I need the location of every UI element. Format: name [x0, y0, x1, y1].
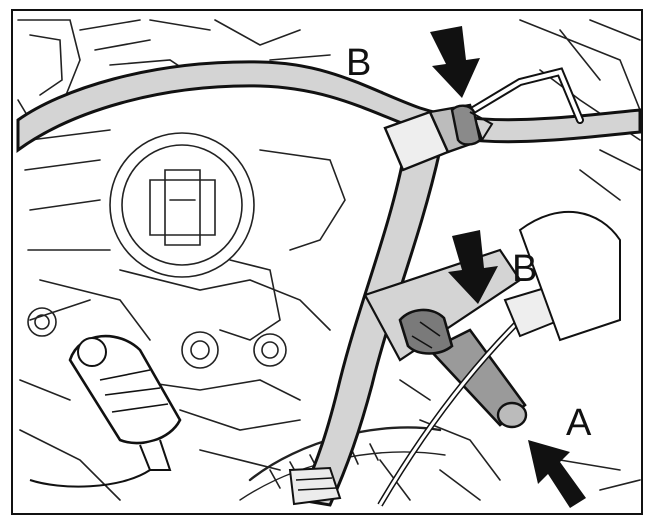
- diagonal-arrow-icon: [528, 440, 586, 508]
- down-arrow-icon: [448, 230, 498, 304]
- sensor-connector: [29, 334, 182, 488]
- upper-fitting: [383, 103, 494, 172]
- upper-hose: [16, 60, 642, 153]
- callout-label-b-upper: B: [346, 42, 372, 84]
- callout-label-b-lower: B: [512, 248, 538, 290]
- lower-hose: [363, 210, 621, 507]
- down-arrow-icon: [430, 26, 480, 98]
- callout-label-a: A: [566, 402, 592, 444]
